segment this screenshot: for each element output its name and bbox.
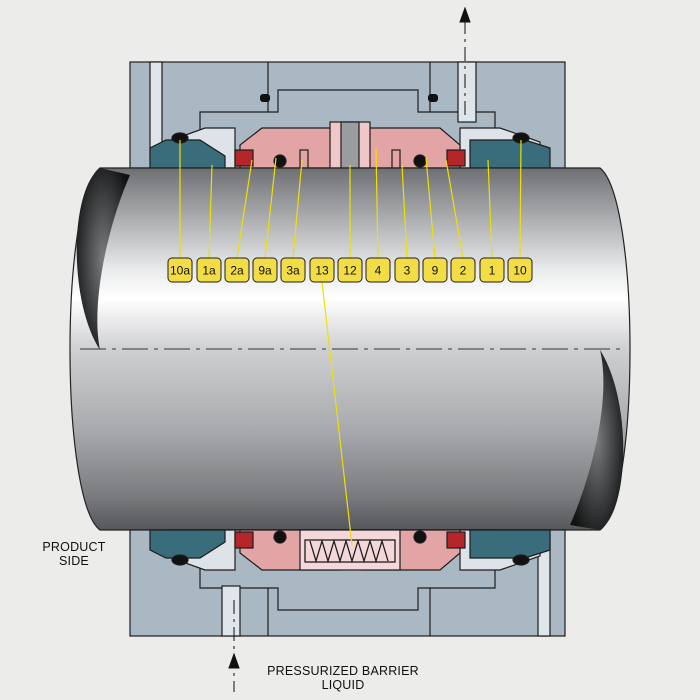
callout-text-10: 10 <box>513 264 527 278</box>
callout-text-2a: 2a <box>230 264 244 278</box>
callout-text-1: 1 <box>489 264 496 278</box>
callout-badge-1a: 1a <box>196 257 222 283</box>
callout-leader-10 <box>519 139 522 259</box>
callout-labels: 10a 1a 2a 9a 3a 13 12 4 3 9 2 1 10 <box>167 257 533 283</box>
callout-badge-2: 2 <box>450 257 476 283</box>
callout-leader-9 <box>425 157 436 259</box>
barrier-liquid-label-line2: LIQUID <box>322 678 365 692</box>
callout-text-4: 4 <box>375 264 382 278</box>
callout-badge-3: 3 <box>394 257 420 283</box>
callout-badge-10: 10 <box>507 257 533 283</box>
callout-text-9a: 9a <box>258 264 272 278</box>
callout-text-3: 3 <box>404 264 411 278</box>
outlet-arrow <box>459 6 471 120</box>
callout-leader-3a <box>292 159 303 259</box>
callout-leader-1 <box>487 159 493 259</box>
callout-text-9: 9 <box>432 264 439 278</box>
callout-leader-13 <box>321 281 353 546</box>
product-side-label-line1: PRODUCT <box>42 540 105 554</box>
spring <box>304 538 396 564</box>
callout-text-3a: 3a <box>286 264 300 278</box>
callout-leader-1a <box>208 164 213 259</box>
callout-badge-4: 4 <box>365 257 391 283</box>
callout-leader-3 <box>401 164 408 259</box>
callout-badge-9: 9 <box>422 257 448 283</box>
inlet-arrow <box>228 600 240 692</box>
callout-badge-1: 1 <box>479 257 505 283</box>
callout-leaders <box>179 139 522 546</box>
callout-text-1a: 1a <box>202 264 216 278</box>
callout-badge-3a: 3a <box>280 257 306 283</box>
callout-text-13: 13 <box>315 264 329 278</box>
callout-text-10a: 10a <box>170 264 190 278</box>
callout-badge-2a: 2a <box>224 257 250 283</box>
callout-badge-13: 13 <box>309 257 335 283</box>
callout-text-12: 12 <box>343 264 357 278</box>
callout-leader-4 <box>375 147 379 259</box>
callout-badge-12: 12 <box>337 257 363 283</box>
callout-leader-2a <box>236 159 253 259</box>
barrier-liquid-label-line1: PRESSURIZED BARRIER <box>267 664 419 678</box>
callout-leader-2 <box>445 159 464 259</box>
callout-text-2: 2 <box>460 264 467 278</box>
callout-badge-10a: 10a <box>167 257 193 283</box>
product-side-label-line2: SIDE <box>59 554 89 568</box>
callout-badge-9a: 9a <box>252 257 278 283</box>
callout-leader-9a <box>264 157 277 259</box>
